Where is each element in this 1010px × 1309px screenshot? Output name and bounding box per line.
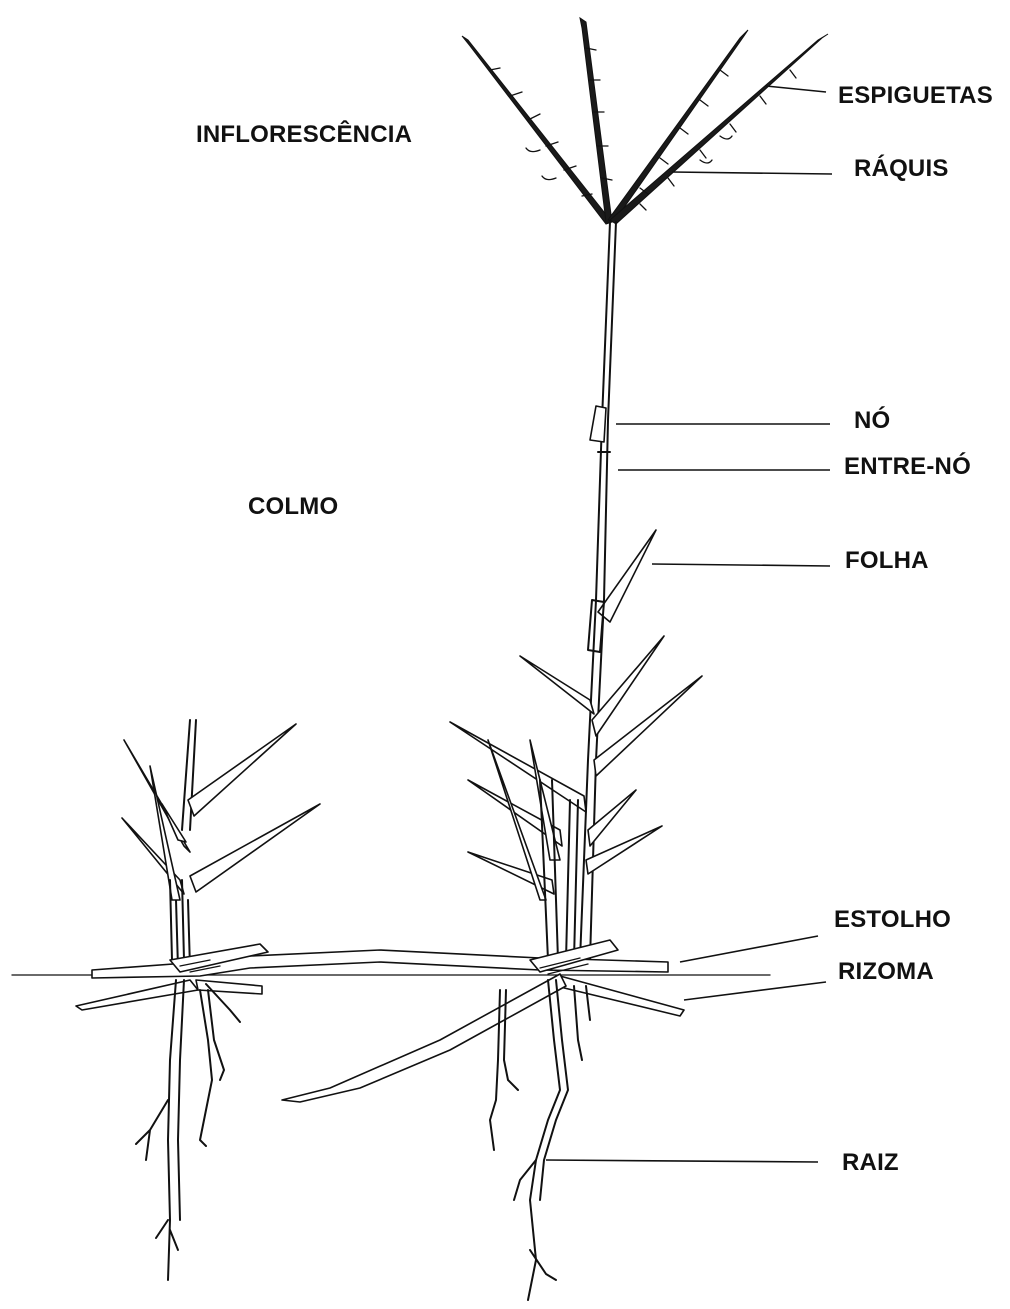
roots bbox=[136, 980, 590, 1300]
label-espiguetas: ESPIGUETAS bbox=[838, 82, 993, 110]
leader-folha bbox=[652, 564, 830, 566]
label-inflorescencia: INFLORESCÊNCIA bbox=[196, 121, 412, 149]
stolon bbox=[92, 940, 668, 978]
label-colmo: COLMO bbox=[248, 493, 338, 521]
leader-raiz bbox=[546, 1160, 818, 1162]
leader-espiguetas bbox=[766, 86, 826, 92]
rhizome bbox=[76, 974, 684, 1102]
label-estolho: ESTOLHO bbox=[834, 906, 951, 934]
label-raquis: RÁQUIS bbox=[854, 155, 949, 183]
leader-estolho bbox=[680, 936, 818, 962]
right-tuft-leaves bbox=[450, 636, 702, 960]
label-entre-no: ENTRE-NÓ bbox=[844, 453, 971, 481]
label-raiz: RAIZ bbox=[842, 1149, 899, 1177]
left-tuft bbox=[122, 720, 320, 968]
inflorescence-spikes bbox=[462, 18, 828, 224]
label-folha: FOLHA bbox=[845, 547, 929, 575]
label-rizoma: RIZOMA bbox=[838, 958, 934, 986]
leader-raquis bbox=[672, 172, 832, 174]
leader-lines bbox=[546, 86, 832, 1162]
label-no: NÓ bbox=[854, 407, 890, 435]
leader-rizoma bbox=[684, 982, 826, 1000]
